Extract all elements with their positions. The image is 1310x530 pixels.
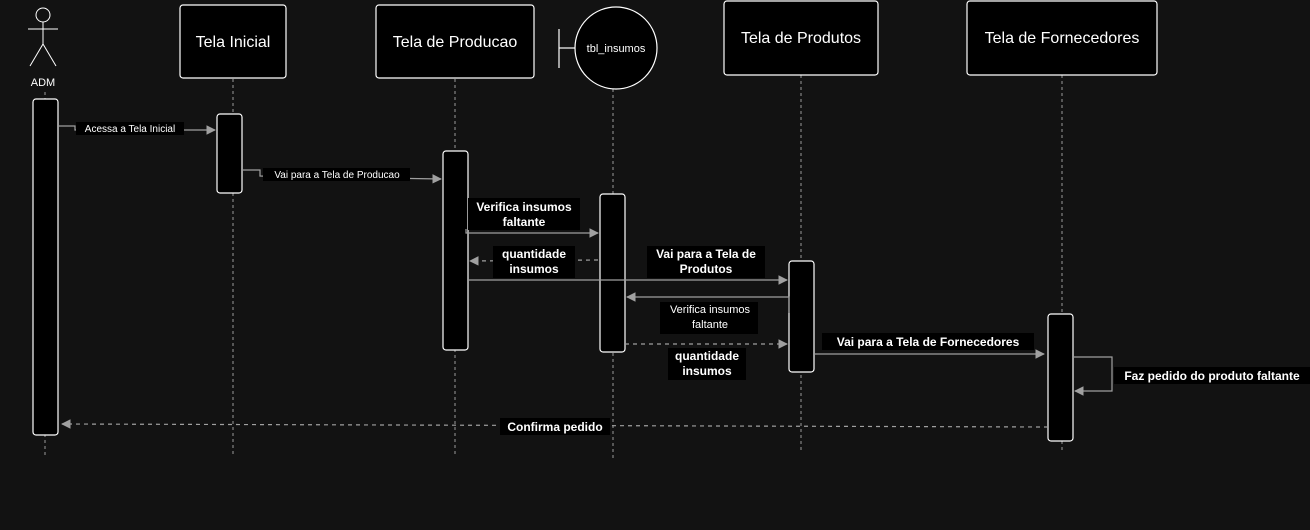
message-label-5-line2: Produtos — [680, 262, 733, 276]
participant-label-tela-producao: Tela de Producao — [393, 34, 518, 51]
participant-box-tela-fornecedores — [966, 0, 1158, 76]
participant-box-tela-producao — [375, 4, 535, 79]
activation-tbl-insumos — [599, 193, 626, 353]
actor-adm — [28, 7, 58, 67]
participant-label-tela-produtos: Tela de Produtos — [741, 30, 861, 47]
message-label-7-line1: quantidade — [675, 349, 739, 363]
activation-tela-fornecedores — [1047, 313, 1074, 442]
message-label-1: Acessa a Tela Inicial — [85, 124, 175, 135]
message-label-4-line2: insumos — [509, 262, 559, 276]
message-label-6-line2: faltante — [692, 319, 728, 331]
message-label-10: Confirma pedido — [507, 420, 602, 434]
message-label-9: Faz pedido do produto faltante — [1124, 369, 1300, 383]
participant-label-tbl-insumos: tbl_insumos — [587, 43, 646, 55]
actor-adm-label: ADM — [31, 77, 55, 89]
message-label-7-line2: insumos — [682, 364, 732, 378]
message-label-4-line1: quantidade — [502, 247, 566, 261]
message-label-2: Vai para a Tela de Producao — [274, 170, 400, 181]
message-arrow-9-self — [1073, 356, 1113, 396]
boundary-icon-tbl-insumos — [558, 6, 658, 90]
participant-label-tela-fornecedores: Tela de Fornecedores — [985, 30, 1140, 47]
participant-box-tela-produtos — [723, 0, 879, 76]
message-label-8: Vai para a Tela de Fornecedores — [837, 335, 1020, 349]
message-label-5-line1: Vai para a Tela de — [656, 247, 756, 261]
message-label-3-line2: faltante — [503, 215, 546, 229]
activation-tela-inicial — [216, 113, 243, 194]
activation-adm — [32, 98, 59, 436]
message-label-6-line1: Verifica insumos — [670, 304, 751, 316]
participant-box-tela-inicial — [179, 4, 287, 79]
activation-tela-produtos — [788, 260, 815, 373]
message-label-3-line1: Verifica insumos — [476, 200, 572, 214]
message-arrow-3 — [465, 228, 599, 238]
message-arrow-6 — [626, 292, 790, 313]
participant-label-tela-inicial: Tela Inicial — [196, 34, 271, 51]
activation-tela-producao — [442, 150, 469, 351]
